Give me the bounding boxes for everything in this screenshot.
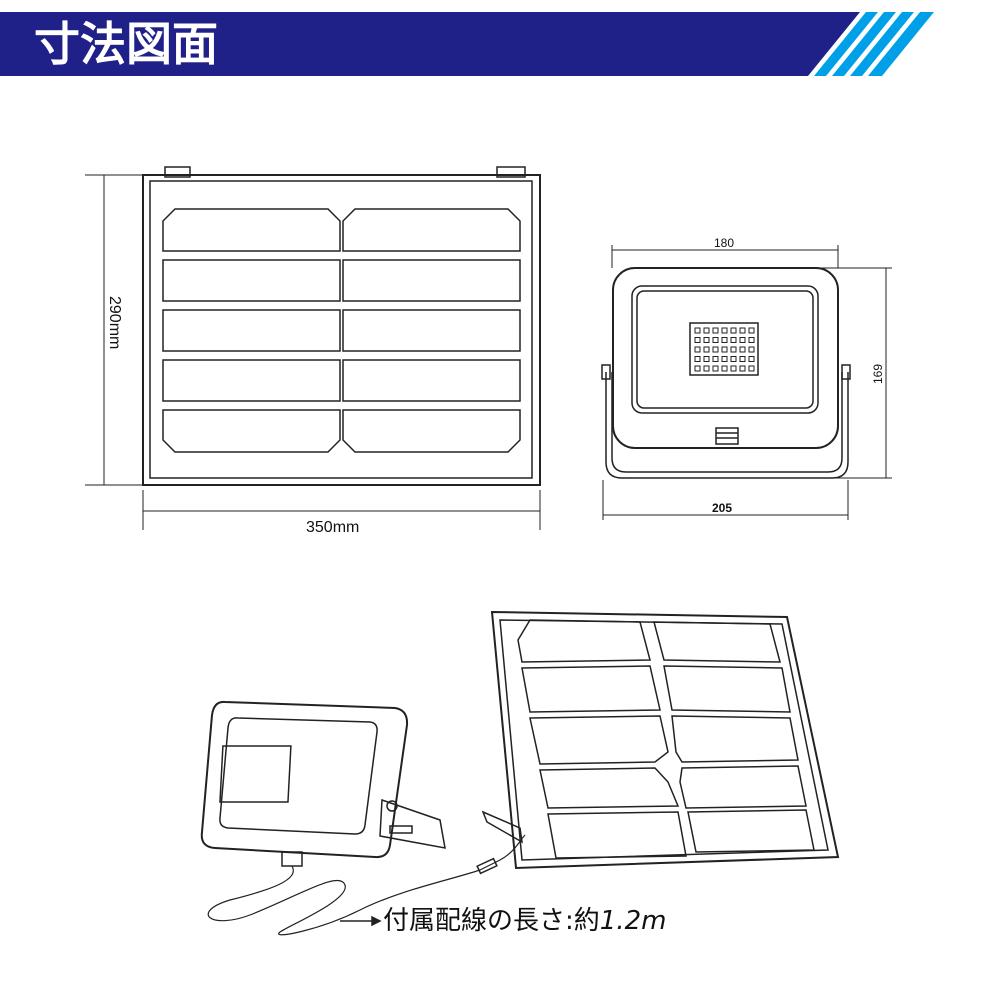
led — [748, 356, 755, 362]
floodlight-drawing — [601, 267, 851, 479]
panel-width-label: 350mm — [306, 519, 359, 536]
led — [694, 346, 701, 353]
solar-panel-illustration — [481, 610, 840, 870]
led — [730, 327, 737, 334]
cable — [207, 834, 526, 936]
led — [694, 337, 701, 343]
led — [694, 327, 701, 334]
led — [703, 356, 710, 362]
light-height-label: 169 — [871, 364, 885, 384]
led — [739, 365, 746, 372]
led — [748, 337, 755, 343]
led — [748, 346, 755, 353]
led — [703, 346, 710, 353]
caption-value: 1.2m — [599, 906, 667, 936]
led — [712, 337, 719, 343]
led — [712, 365, 719, 372]
led — [730, 365, 737, 372]
led — [721, 365, 728, 372]
led — [739, 327, 746, 334]
led — [730, 346, 737, 353]
dimension-lines-panel — [85, 174, 541, 530]
led — [721, 346, 728, 353]
panel-height-label: 290mm — [106, 296, 123, 349]
led — [712, 356, 719, 362]
led — [703, 365, 710, 372]
led — [748, 365, 755, 372]
led — [721, 337, 728, 343]
led — [730, 337, 737, 343]
led — [703, 337, 710, 343]
page-title: 寸法図面 — [34, 17, 218, 71]
led — [721, 327, 728, 334]
led-grid — [694, 327, 755, 372]
led — [739, 337, 746, 343]
led — [739, 346, 746, 353]
led — [721, 356, 728, 362]
floodlight-illustration — [200, 700, 446, 867]
led — [703, 327, 710, 334]
led — [739, 356, 746, 362]
led — [730, 356, 737, 362]
cable-connector — [476, 857, 498, 875]
solar-panel-drawing — [142, 166, 541, 486]
led — [748, 327, 755, 334]
led — [712, 327, 719, 334]
dimension-lines-light — [602, 245, 892, 520]
header-banner — [0, 12, 934, 76]
led — [694, 356, 701, 362]
decorative-stripes — [814, 12, 934, 76]
caption-prefix: 付属配線の長さ:約 — [383, 906, 600, 936]
light-width-label: 180 — [714, 236, 734, 250]
cable-length-caption: 付属配線の長さ:約1.2m — [383, 900, 666, 937]
led — [694, 365, 701, 372]
arrow-icon — [340, 915, 382, 927]
led — [712, 346, 719, 353]
bracket-width-label: 205 — [712, 501, 732, 515]
